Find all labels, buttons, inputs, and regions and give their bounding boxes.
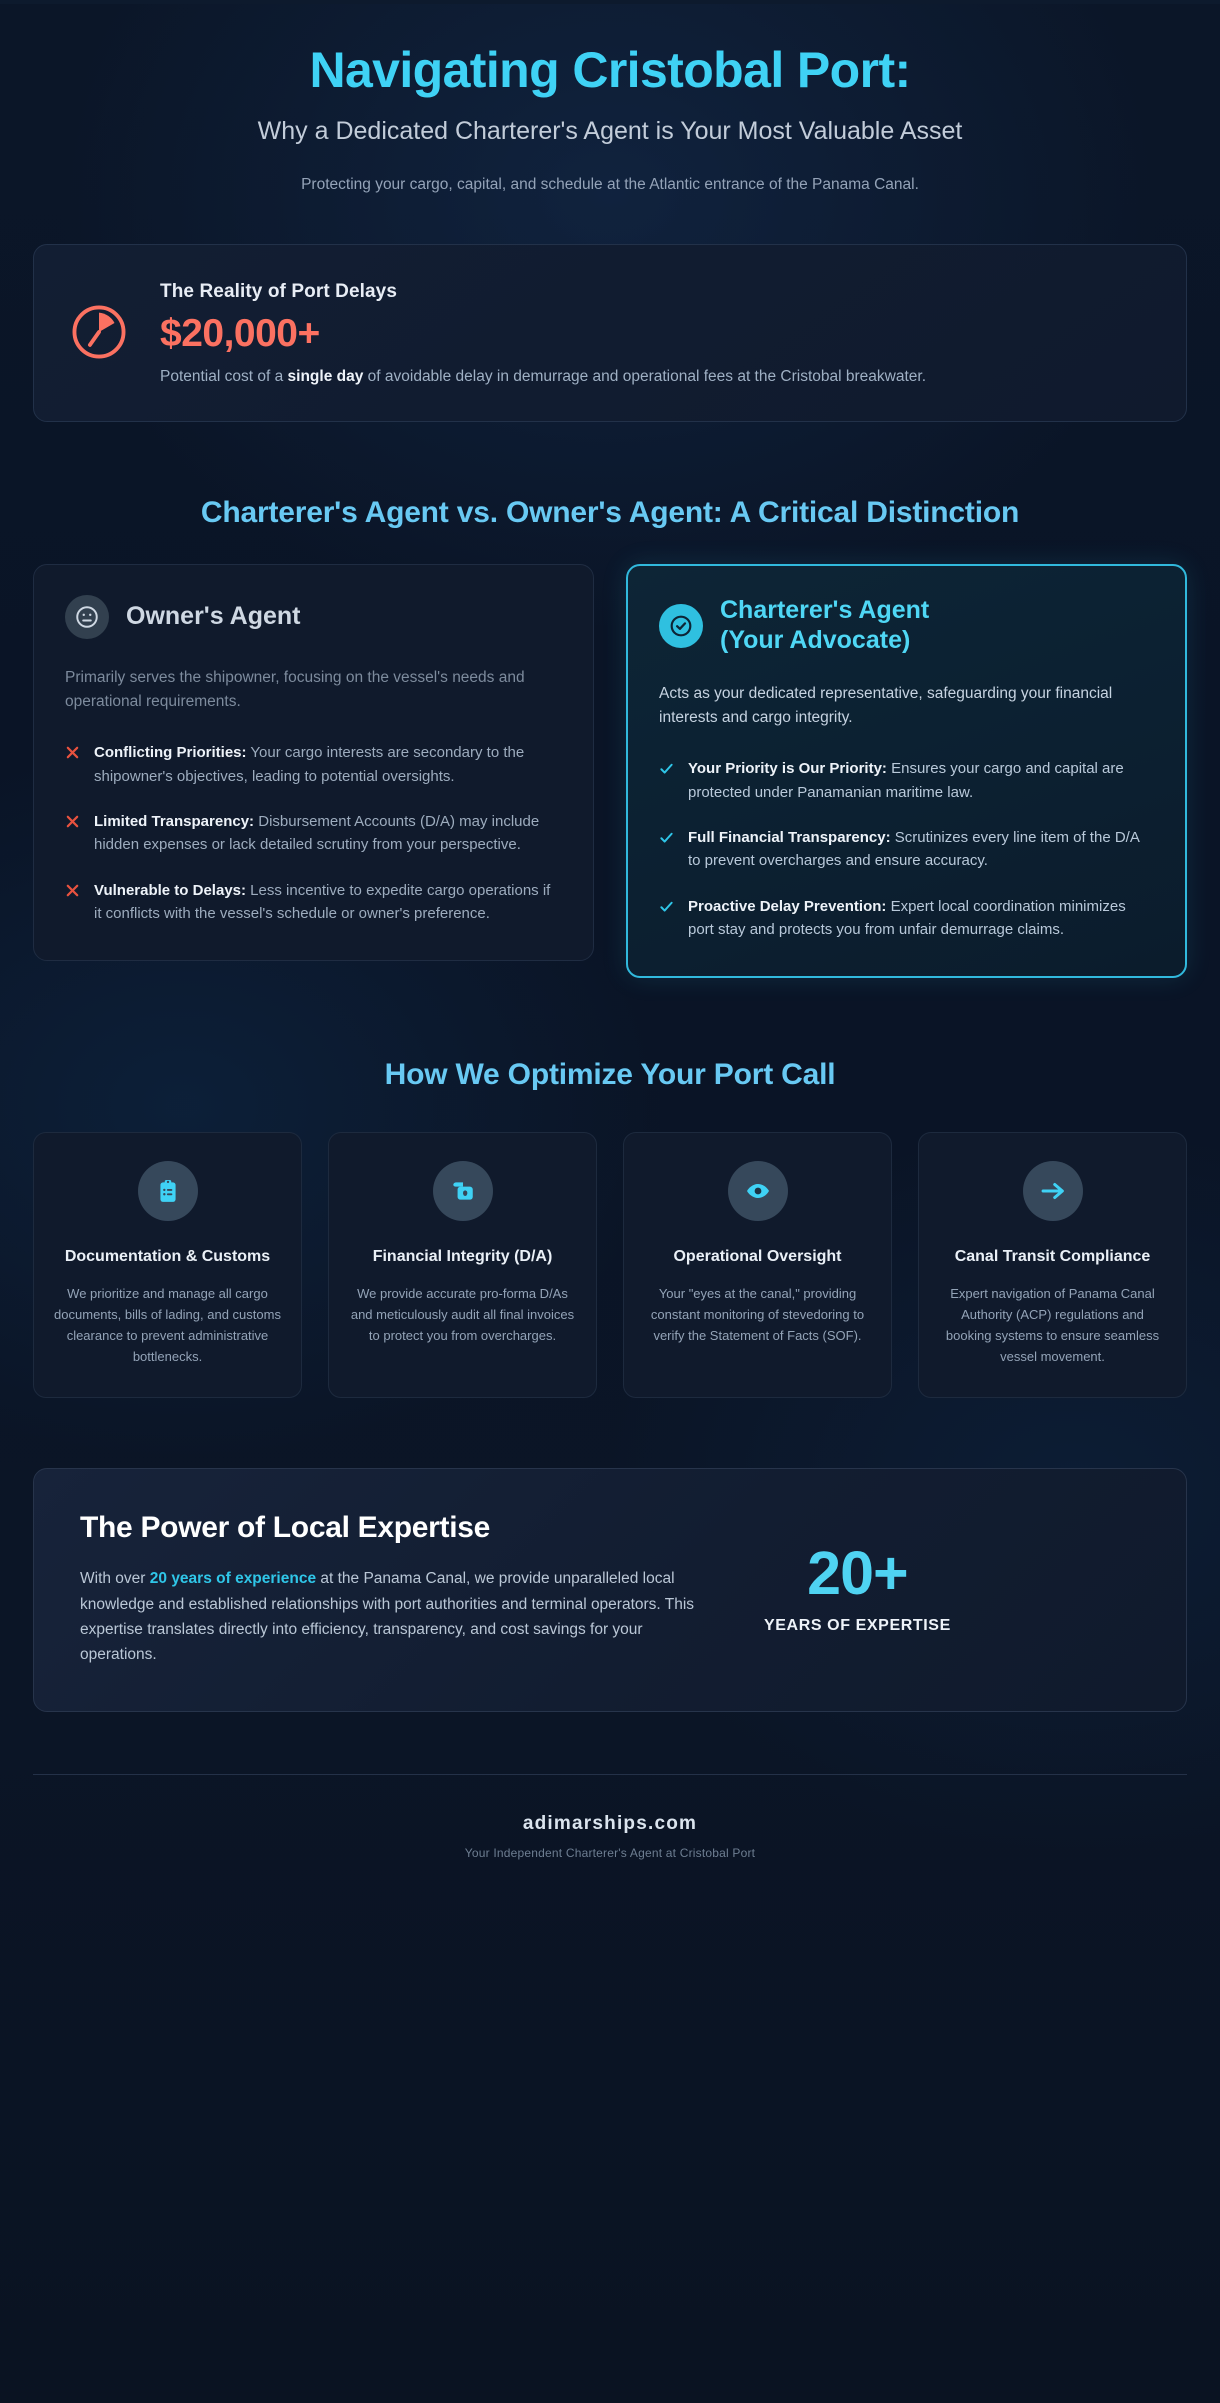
page-tagline: Protecting your cargo, capital, and sche… [301, 176, 919, 194]
list-item-bold: Full Financial Transparency: [688, 829, 891, 847]
wallet-icon [432, 1160, 493, 1221]
feature-card-title: Operational Oversight [673, 1247, 842, 1265]
list-item-bold: Proactive Delay Prevention: [688, 897, 887, 915]
list-item-bold: Your Priority is Our Priority: [688, 760, 887, 778]
clipboard-list-icon [137, 1160, 198, 1221]
stat-label: The Reality of Port Delays [160, 281, 398, 303]
feature-card-text: Your "eyes at the canal," providing cons… [650, 1286, 865, 1344]
expertise-description: With over 20 years of experience at the … [80, 1566, 720, 1667]
clock-icon [68, 301, 130, 368]
check-mark-icon [659, 760, 674, 804]
list-item: Proactive Delay Prevention: Expert local… [659, 895, 1154, 942]
charterers-agent-header: Charterer's Agent (Your Advocate) [659, 596, 1154, 655]
x-mark-icon [65, 744, 80, 788]
stat-desc-before: Potential cost of a [160, 368, 288, 386]
list-item-bold: Limited Transparency: [94, 813, 255, 831]
feature-card-text: Expert navigation of Panama Canal Author… [945, 1286, 1160, 1365]
expertise-text-before: With over [80, 1570, 150, 1588]
charterers-agent-title-line2: (Your Advocate) [720, 625, 911, 654]
feature-card-oversight: Operational Oversight Your "eyes at the … [623, 1131, 892, 1399]
stat-description: Potential cost of a single day of avoida… [160, 365, 1050, 389]
charterers-agent-list: Your Priority is Our Priority: Ensures y… [659, 757, 1154, 941]
comparison-grid: Owner's Agent Primarily serves the shipo… [33, 564, 1187, 978]
feature-grid: Documentation & Customs We prioritize an… [33, 1131, 1187, 1399]
feature-card-title: Financial Integrity (D/A) [372, 1247, 553, 1265]
list-item-body: Ensures your cargo and capital are prote… [688, 760, 1124, 801]
owners-agent-list: Conflicting Priorities: Your cargo inter… [65, 741, 562, 925]
charterers-agent-card: Charterer's Agent (Your Advocate) Acts a… [626, 564, 1187, 978]
arrow-right-icon [1022, 1160, 1083, 1221]
owners-agent-title: Owner's Agent [126, 602, 301, 631]
feature-card-canal-transit: Canal Transit Compliance Expert navigati… [918, 1131, 1187, 1399]
expertise-title: The Power of Local Expertise [80, 1511, 491, 1545]
footer-divider [33, 1774, 1187, 1776]
feature-card-text: We prioritize and manage all cargo docum… [54, 1286, 281, 1365]
optimize-section-heading: How We Optimize Your Port Call [384, 1057, 836, 1091]
expertise-caption: YEARS OF EXPERTISE [764, 1617, 951, 1635]
list-item: Vulnerable to Delays: Less incentive to … [65, 879, 562, 926]
list-item-body: Less incentive to expedite cargo operati… [94, 881, 551, 923]
charterers-agent-title-line1: Charterer's Agent [720, 596, 930, 625]
charterers-agent-lead: Acts as your dedicated representative, s… [659, 685, 1113, 727]
list-item-text: Proactive Delay Prevention: Expert local… [688, 895, 1154, 942]
list-item: Full Financial Transparency: Scrutinizes… [659, 826, 1154, 873]
list-item: Conflicting Priorities: Your cargo inter… [65, 741, 562, 788]
list-item-body: Scrutinizes every line item of the D/A t… [688, 829, 1139, 870]
stat-desc-bold: single day [287, 368, 364, 386]
owners-agent-header: Owner's Agent [65, 595, 562, 640]
page-subtitle: Why a Dedicated Charterer's Agent is You… [257, 117, 963, 145]
list-item-body: Disbursement Accounts (D/A) may include … [94, 813, 540, 854]
list-item-text: Vulnerable to Delays: Less incentive to … [94, 879, 562, 926]
footer-brand[interactable]: adimarships.com [522, 1813, 698, 1835]
list-item-text: Conflicting Priorities: Your cargo inter… [94, 741, 562, 788]
list-item: Limited Transparency: Disbursement Accou… [65, 810, 562, 857]
page-title: Navigating Cristobal Port: [309, 42, 911, 98]
expertise-stat-block: 20+ YEARS OF EXPERTISE [764, 1543, 973, 1635]
list-item-text: Full Financial Transparency: Scrutinizes… [688, 826, 1154, 873]
list-item-body: Your cargo interests are secondary to th… [94, 744, 525, 785]
stat-value: $20,000+ [160, 312, 320, 356]
expertise-text-highlight: 20 years of experience [149, 1570, 317, 1588]
footer: adimarships.com Your Independent Charter… [33, 1775, 1187, 1916]
x-mark-icon [65, 813, 80, 857]
footer-note: Your Independent Charterer's Agent at Cr… [464, 1846, 756, 1861]
check-mark-icon [659, 829, 674, 873]
x-mark-icon [65, 882, 80, 926]
charterers-agent-title: Charterer's Agent (Your Advocate) [720, 596, 929, 655]
list-item-text: Your Priority is Our Priority: Ensures y… [688, 757, 1154, 804]
list-item-body: Expert local coordination minimizes port… [688, 897, 1126, 939]
check-mark-icon [659, 898, 674, 942]
feature-card-text: We provide accurate pro-forma D/As and m… [350, 1286, 575, 1344]
header: Navigating Cristobal Port: Why a Dedicat… [33, 0, 1187, 197]
list-item: Your Priority is Our Priority: Ensures y… [659, 757, 1154, 804]
expertise-card: The Power of Local Expertise With over 2… [33, 1468, 1187, 1713]
stat-desc-after: of avoidable delay in demurrage and oper… [363, 368, 926, 386]
expertise-text-after: at the Panama Canal, we provide unparall… [80, 1570, 695, 1664]
feature-card-financial: Financial Integrity (D/A) We provide acc… [328, 1131, 597, 1399]
expertise-number: 20+ [807, 1539, 908, 1608]
list-item-bold: Conflicting Priorities: [94, 744, 247, 762]
owners-agent-lead: Primarily serves the shipowner, focusing… [65, 669, 525, 711]
eye-icon [727, 1160, 788, 1221]
port-delay-stat-card: The Reality of Port Delays $20,000+ Pote… [33, 244, 1187, 422]
neutral-face-icon [65, 595, 109, 640]
feature-card-title: Canal Transit Compliance [954, 1247, 1151, 1265]
list-item-text: Limited Transparency: Disbursement Accou… [94, 810, 562, 857]
comparison-section-heading: Charterer's Agent vs. Owner's Agent: A C… [200, 495, 1020, 529]
expertise-text-block: The Power of Local Expertise With over 2… [80, 1511, 720, 1667]
feature-card-documentation: Documentation & Customs We prioritize an… [33, 1131, 302, 1399]
list-item-bold: Vulnerable to Delays: [94, 881, 246, 899]
check-circle-icon [659, 603, 703, 648]
owners-agent-card: Owner's Agent Primarily serves the shipo… [33, 564, 594, 961]
feature-card-title: Documentation & Customs [64, 1247, 271, 1265]
